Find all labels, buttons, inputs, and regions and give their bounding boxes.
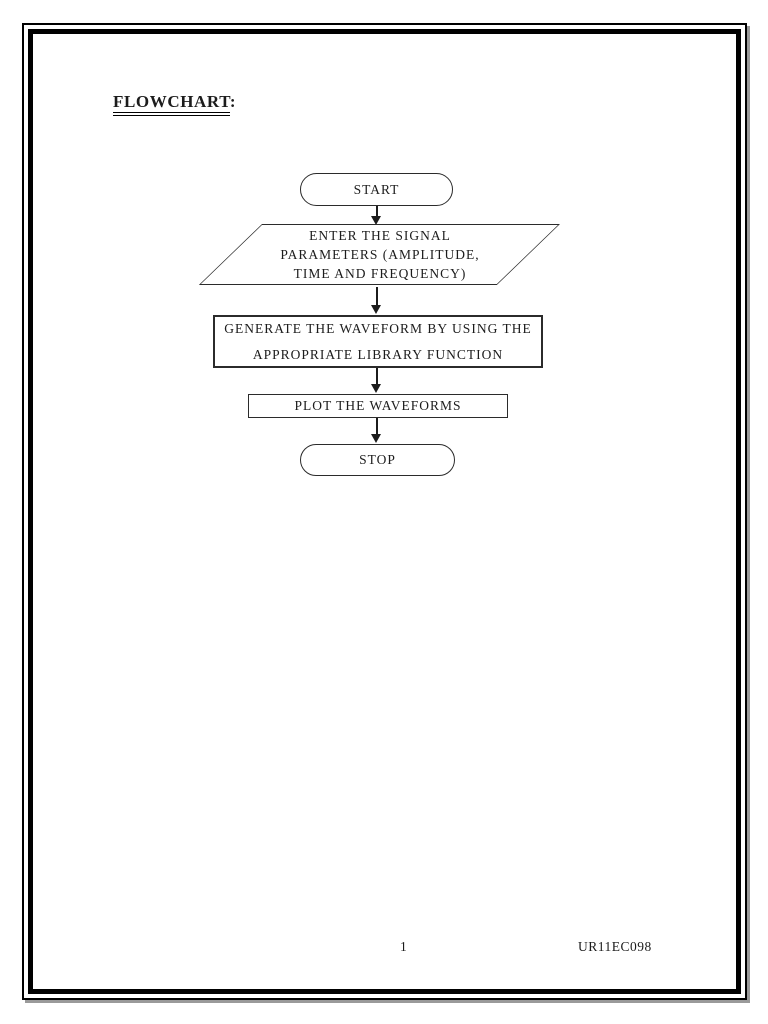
node-start-label: START — [353, 181, 400, 197]
flowchart-node-start: START — [300, 173, 453, 206]
node-enter-parameters-line2: PARAMETERS (AMPLITUDE, — [280, 247, 480, 262]
flowchart-node-enter-parameters: ENTER THE SIGNAL PARAMETERS (AMPLITUDE, … — [199, 224, 561, 285]
node-generate-line2: APPROPRIATE LIBRARY FUNCTION — [252, 346, 504, 362]
page-border-outer — [22, 23, 747, 1000]
node-generate-line1: GENERATE THE WAVEFORM BY USING THE — [224, 320, 532, 336]
node-stop-label: STOP — [359, 452, 396, 467]
connector-line-start-to-input — [376, 206, 378, 217]
footer-page-number: 1 — [400, 939, 407, 954]
arrowhead-icon — [371, 305, 381, 314]
node-enter-parameters-line3: TIME AND FREQUENCY) — [293, 266, 467, 281]
page-title-colon: : — [229, 92, 237, 111]
node-plot-label: PLOT THE WAVEFORMS — [294, 398, 462, 413]
flowchart-node-generate-waveform: GENERATE THE WAVEFORM BY USING THE APPRO… — [213, 315, 543, 368]
node-enter-parameters-line1: ENTER THE SIGNAL — [309, 228, 451, 243]
footer-doc-code: UR11EC098 — [578, 939, 652, 954]
flowchart-node-plot-waveforms: PLOT THE WAVEFORMS — [248, 394, 508, 418]
connector-line-plot-to-stop — [376, 418, 378, 435]
arrowhead-icon — [371, 434, 381, 443]
connector-line-generate-to-plot — [376, 368, 378, 385]
page-border-inner — [28, 29, 741, 994]
flowchart-node-stop: STOP — [300, 444, 455, 476]
page-title-text: FLOWCHART — [113, 92, 230, 116]
connector-line-input-to-generate — [376, 287, 378, 306]
arrowhead-icon — [371, 384, 381, 393]
page-title: FLOWCHART: — [113, 92, 237, 116]
arrowhead-icon — [371, 216, 381, 225]
